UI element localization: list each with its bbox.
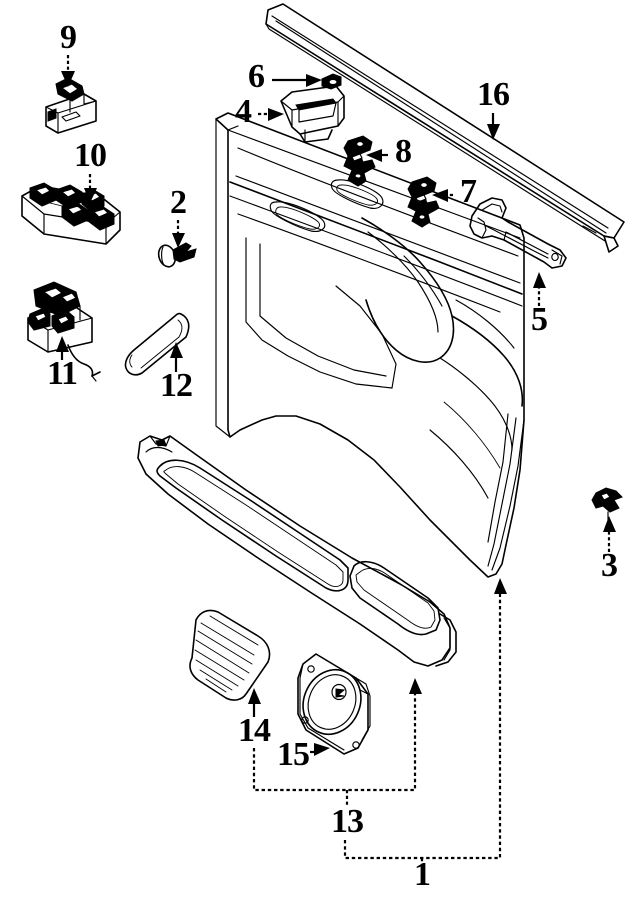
callout-13-bracket — [252, 678, 422, 806]
callout-11-leader — [56, 336, 69, 360]
callout-8-leader — [366, 149, 388, 162]
callout-label-3: 3 — [601, 547, 617, 584]
callout-label-13: 13 — [331, 803, 363, 840]
callout-16-leader — [487, 113, 500, 140]
part-14-speaker-grille — [189, 609, 271, 701]
callout-4-leader — [258, 108, 284, 121]
callout-label-10: 10 — [74, 137, 106, 174]
part-10-master-window-switch — [21, 182, 121, 245]
part-3-panel-clip — [591, 487, 623, 521]
part-13-armrest-assembly — [137, 435, 457, 667]
callout-label-2: 2 — [170, 184, 186, 221]
callout-14-leader — [248, 688, 261, 717]
callout-label-8: 8 — [395, 133, 411, 170]
part-8-retainer-bracket — [343, 135, 376, 187]
callout-5-leader — [533, 272, 546, 306]
callout-15-leader — [310, 743, 330, 756]
part-9-mirror-switch — [45, 77, 97, 134]
callout-label-6: 6 — [248, 58, 264, 95]
part-15-door-speaker — [297, 653, 371, 755]
callout-label-1: 1 — [414, 856, 430, 893]
callout-label-16: 16 — [477, 76, 509, 113]
callout-7-leader — [432, 189, 453, 202]
callout-12-leader — [170, 342, 183, 372]
callout-label-9: 9 — [60, 19, 76, 56]
callout-label-5: 5 — [531, 301, 547, 338]
part-5-assist-grab-handle — [469, 197, 567, 269]
callout-label-12: 12 — [160, 367, 192, 404]
callout-1-bracket — [343, 578, 507, 864]
part-12-trim-applique — [124, 312, 190, 376]
callout-10-leader — [84, 174, 97, 203]
part-2-push-pin-clip — [157, 242, 197, 268]
part-16-belt-weatherstrip — [265, 3, 625, 253]
callout-3-leader — [603, 516, 616, 552]
callout-label-4: 4 — [235, 93, 252, 130]
callout-label-15: 15 — [277, 736, 309, 773]
callout-2-leader — [172, 220, 185, 248]
callout-label-11: 11 — [47, 355, 77, 392]
part-11-lock-switch — [27, 281, 101, 382]
callout-9-leader — [61, 55, 75, 87]
part-4-pull-handle-bezel — [280, 85, 345, 143]
part-1-door-trim-panel — [215, 112, 525, 578]
callout-label-14: 14 — [238, 712, 271, 749]
callout-label-7: 7 — [460, 173, 477, 210]
callout-6-leader — [272, 74, 322, 87]
